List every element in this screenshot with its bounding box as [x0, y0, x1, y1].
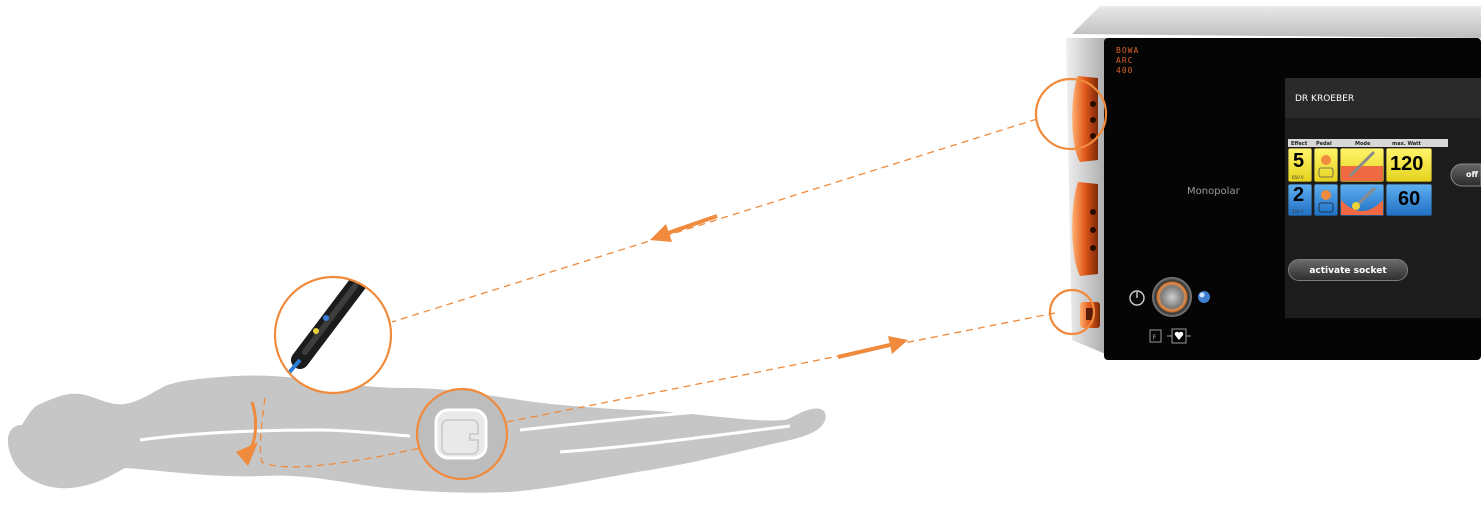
column-header-max-watt: max. Watt: [1392, 141, 1421, 147]
effect-value-row2[interactable]: 2: [1293, 184, 1305, 206]
off-button-shape: [1450, 163, 1481, 187]
side-socket-lower: [1072, 182, 1098, 276]
power-knob-icon[interactable]: [1152, 277, 1192, 317]
arrow-to-patient: [650, 214, 718, 242]
current-path: [259, 118, 1056, 468]
electrode-pen-magnifier: [273, 275, 393, 395]
effect-value-row1[interactable]: 5: [1293, 150, 1305, 172]
column-header-mode: Mode: [1355, 141, 1371, 147]
effect-tile-row1: [1287, 147, 1313, 183]
screen-header-band: [1285, 78, 1481, 118]
pedal-tile-row1: [1313, 147, 1339, 183]
socket-magnifier-active: [1034, 77, 1108, 151]
watt-tile-row2: [1385, 183, 1433, 217]
effect-voltage-row2: 250 V: [1292, 209, 1304, 214]
dashed-line-to-pen: [391, 118, 1038, 323]
dashed-line-from-pad: [506, 312, 1056, 423]
footswitch-icon: F: [1149, 329, 1162, 343]
profile-name: DR KROEBER: [1295, 94, 1355, 104]
flow-arrows: [236, 214, 908, 466]
effect-voltage-row1: 650 V: [1292, 175, 1304, 180]
power-icon[interactable]: [1129, 290, 1145, 306]
neutral-electrode-pad-magnifier: [415, 387, 509, 481]
brand-line: ARC: [1116, 56, 1134, 65]
neutral-electrode-pad-icon: [434, 408, 488, 460]
brand-line: 400: [1116, 66, 1134, 75]
pedal-tile-row2: [1313, 183, 1339, 217]
mode-label: Monopolar: [1187, 186, 1240, 197]
socket-magnifier-neutral: [1048, 288, 1096, 336]
mode-tile-row2: [1339, 183, 1385, 217]
side-socket-upper: [1072, 76, 1098, 162]
globe-icon: [1198, 291, 1210, 303]
electrosurgical-generator: F: [1034, 6, 1481, 360]
patient-hip-line: [519, 408, 721, 432]
watt-value-row1[interactable]: 120: [1390, 153, 1424, 175]
patient-arm-line: [139, 428, 411, 442]
arrow-to-device: [837, 336, 908, 359]
activate-socket-button[interactable]: activate socket: [1288, 259, 1408, 281]
brand-line: BOWA: [1116, 46, 1140, 55]
device-brand: BOWA ARC 400: [1116, 46, 1156, 76]
effect-tile-row2: [1287, 183, 1313, 217]
heart-defib-icon: [1167, 328, 1191, 344]
device-top: [1072, 6, 1481, 38]
side-socket-neutral: [1080, 302, 1100, 328]
watt-value-row2[interactable]: 60: [1398, 188, 1421, 210]
off-button[interactable]: off: [1466, 170, 1478, 179]
watt-tile-row1: [1385, 147, 1433, 183]
column-header-pedal: Pedal: [1316, 141, 1332, 147]
column-header-effect: Effect: [1291, 141, 1308, 147]
mode-tile-row1: [1339, 147, 1385, 183]
arrow-into-body: [236, 401, 258, 466]
patient-leg-line: [559, 424, 791, 454]
dashed-line-through-body: [259, 397, 421, 468]
svg-text:F: F: [1153, 334, 1157, 342]
